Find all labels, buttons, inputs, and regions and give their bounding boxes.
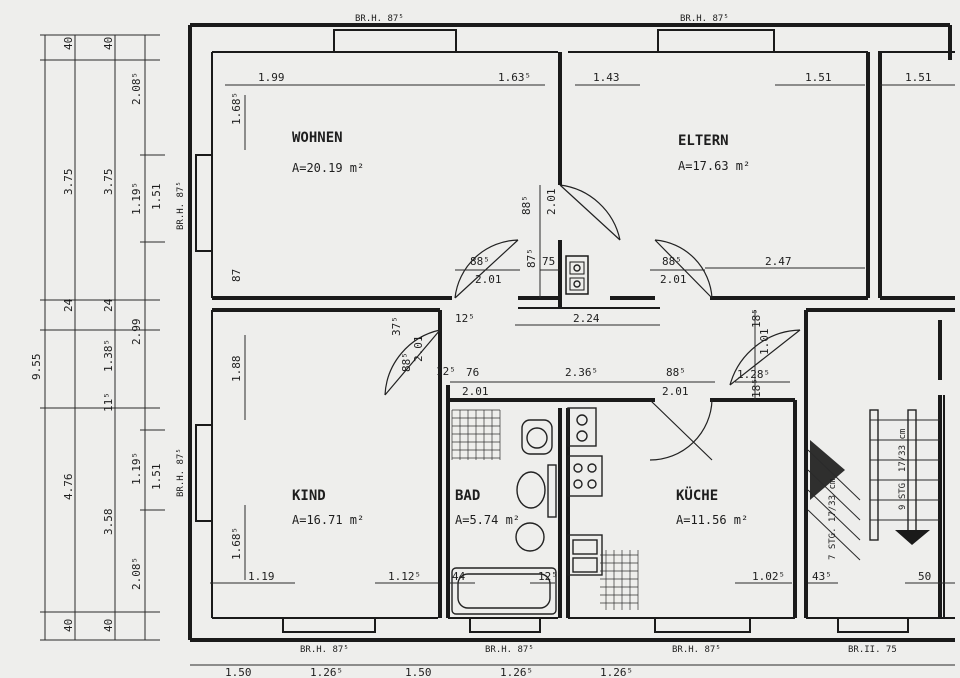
dimension-text: 43⁵ [812, 570, 832, 583]
dimension-text: 1.68⁵ [230, 527, 243, 560]
dimension-text: 2.01 [662, 385, 689, 398]
dimension-text: 1.19 [248, 570, 275, 583]
dimension-text: 18⁵ [750, 378, 763, 398]
dimension-text: 2.01 [475, 273, 502, 286]
room-name-eltern: ELTERN [678, 133, 729, 149]
dimension-text: 4.76 [62, 474, 75, 501]
kitchen-fixtures [567, 407, 639, 610]
dimension-text: 2.47 [765, 255, 792, 268]
dimension-text: 88⁵ [662, 255, 682, 268]
dimension-text: 2.08⁵ [130, 72, 143, 105]
dimension-text: 1.51 [150, 184, 163, 211]
dimension-text: 11⁵ [102, 392, 115, 412]
dimension-text: 1.26⁵ [500, 666, 533, 678]
room-labels: WOHNEN A=20.19 m² ELTERN A=17.63 m² KIND… [292, 130, 750, 527]
dimension-text: 40 [102, 37, 115, 50]
room-area-wohnen: A=20.19 m² [292, 161, 364, 175]
dimension-text: 12⁵ [538, 570, 558, 583]
dimension-text: 40 [102, 619, 115, 632]
dimension-text: 88⁵ [470, 255, 490, 268]
dimension-text: 24 [62, 298, 75, 312]
dimension-text: 1.43 [593, 71, 620, 84]
sill-label: BR.H. 87⁵ [176, 448, 186, 497]
sill-label: BR.II. 75 [848, 645, 897, 655]
dimension-text: 40 [62, 619, 75, 632]
dimension-text: 3.75 [62, 169, 75, 196]
dimension-text: 1.19⁵ [130, 452, 143, 485]
dimension-text: 1.01 [758, 329, 771, 356]
dimension-text: 2.01 [462, 385, 489, 398]
dimension-text: 2.08⁵ [130, 557, 143, 590]
dimension-text: 1.19⁵ [130, 182, 143, 215]
dimension-text: 24 [102, 298, 115, 312]
sill-label: BR.H. 87⁵ [485, 645, 534, 655]
dimension-text: 1.50 [225, 666, 252, 678]
dimension-text: 87⁵ [525, 248, 538, 268]
dimension-text: 3.75 [102, 169, 115, 196]
dimension-text: 1.51 [150, 464, 163, 491]
sill-label: BR.H. 87⁵ [672, 645, 721, 655]
stair-label: 7 STG. 17/33 cm [828, 479, 838, 560]
dimension-text: 1.68⁵ [230, 92, 243, 125]
dimension-text: 1.12⁵ [388, 570, 421, 583]
dimension-text: 2.24 [573, 312, 600, 325]
dimension-text: 37⁵ [390, 316, 403, 336]
stair-label: 9 STG. 17/33 cm [898, 429, 908, 510]
dimension-text: 18⁵ [750, 308, 763, 328]
sill-label: BR.H. 87⁵ [355, 14, 404, 24]
dimension-text: 1.99 [258, 71, 285, 84]
room-area-bad: A=5.74 m² [455, 513, 520, 527]
sill-label: BR.H. 87⁵ [680, 14, 729, 24]
dimension-text: 1.28⁵ [737, 368, 770, 381]
dimension-text: 87 [230, 269, 243, 282]
dimension-text: 40 [62, 37, 75, 50]
room-name-kind: KIND [292, 488, 326, 504]
dimension-text: 2.01 [660, 273, 687, 286]
dimension-text: 1.02⁵ [752, 570, 785, 583]
dimension-text: 88⁵ [520, 195, 533, 215]
dimension-text: 1.51 [805, 71, 832, 84]
dimension-text: 88⁵ [666, 366, 686, 379]
sill-label: BR.H. 87⁵ [176, 181, 186, 230]
stair-labels: 7 STG. 17/33 cm 9 STG. 17/33 cm [828, 429, 908, 560]
dimension-text: 75 [542, 255, 555, 268]
dimension-text: 44 [452, 570, 466, 583]
dimension-text: 2.01 [545, 189, 558, 216]
dimension-text: 9.55 [30, 354, 43, 381]
dimension-text: 2.99 [130, 319, 143, 346]
room-area-eltern: A=17.63 m² [678, 159, 750, 173]
dimension-text: 3.58 [102, 509, 115, 536]
dimension-text: 76 [466, 366, 479, 379]
dimension-text: 2.01 [412, 336, 425, 363]
dimension-text: 1.26⁵ [310, 666, 343, 678]
dimension-text: 2.36⁵ [565, 366, 598, 379]
room-name-bad: BAD [455, 488, 480, 504]
dimension-text: 1.51 [905, 71, 932, 84]
room-area-kind: A=16.71 m² [292, 513, 364, 527]
doors [384, 184, 801, 461]
dimension-text: 1.88 [230, 356, 243, 383]
walls [188, 23, 955, 642]
dimension-text: 1.63⁵ [498, 71, 531, 84]
dimension-lines [40, 34, 955, 666]
sill-label: BR.H. 87⁵ [300, 645, 349, 655]
room-area-kueche: A=11.56 m² [676, 513, 748, 527]
room-name-wohnen: WOHNEN [292, 130, 343, 146]
dimension-text: 1.26⁵ [600, 666, 633, 678]
room-name-kueche: KÜCHE [676, 486, 718, 504]
dimension-text: 50 [918, 570, 931, 583]
bath-fixtures [451, 409, 557, 615]
dimension-text: 1.38⁵ [102, 339, 115, 372]
dimension-text: 12⁵ [436, 365, 456, 378]
dimension-text: 12⁵ [455, 312, 475, 325]
dimension-text: 88⁵ [400, 352, 413, 372]
staircase [807, 409, 940, 561]
dimension-labels: 1.99 1.63⁵ 1.68⁵ 87 1.43 1.51 1.51 88⁵ 2… [30, 37, 932, 678]
sill-labels: BR.H. 87⁵ BR.H. 87⁵ BR.H. 87⁵ BR.H. 87⁵ … [176, 14, 897, 655]
dimension-text: 1.50 [405, 666, 432, 678]
